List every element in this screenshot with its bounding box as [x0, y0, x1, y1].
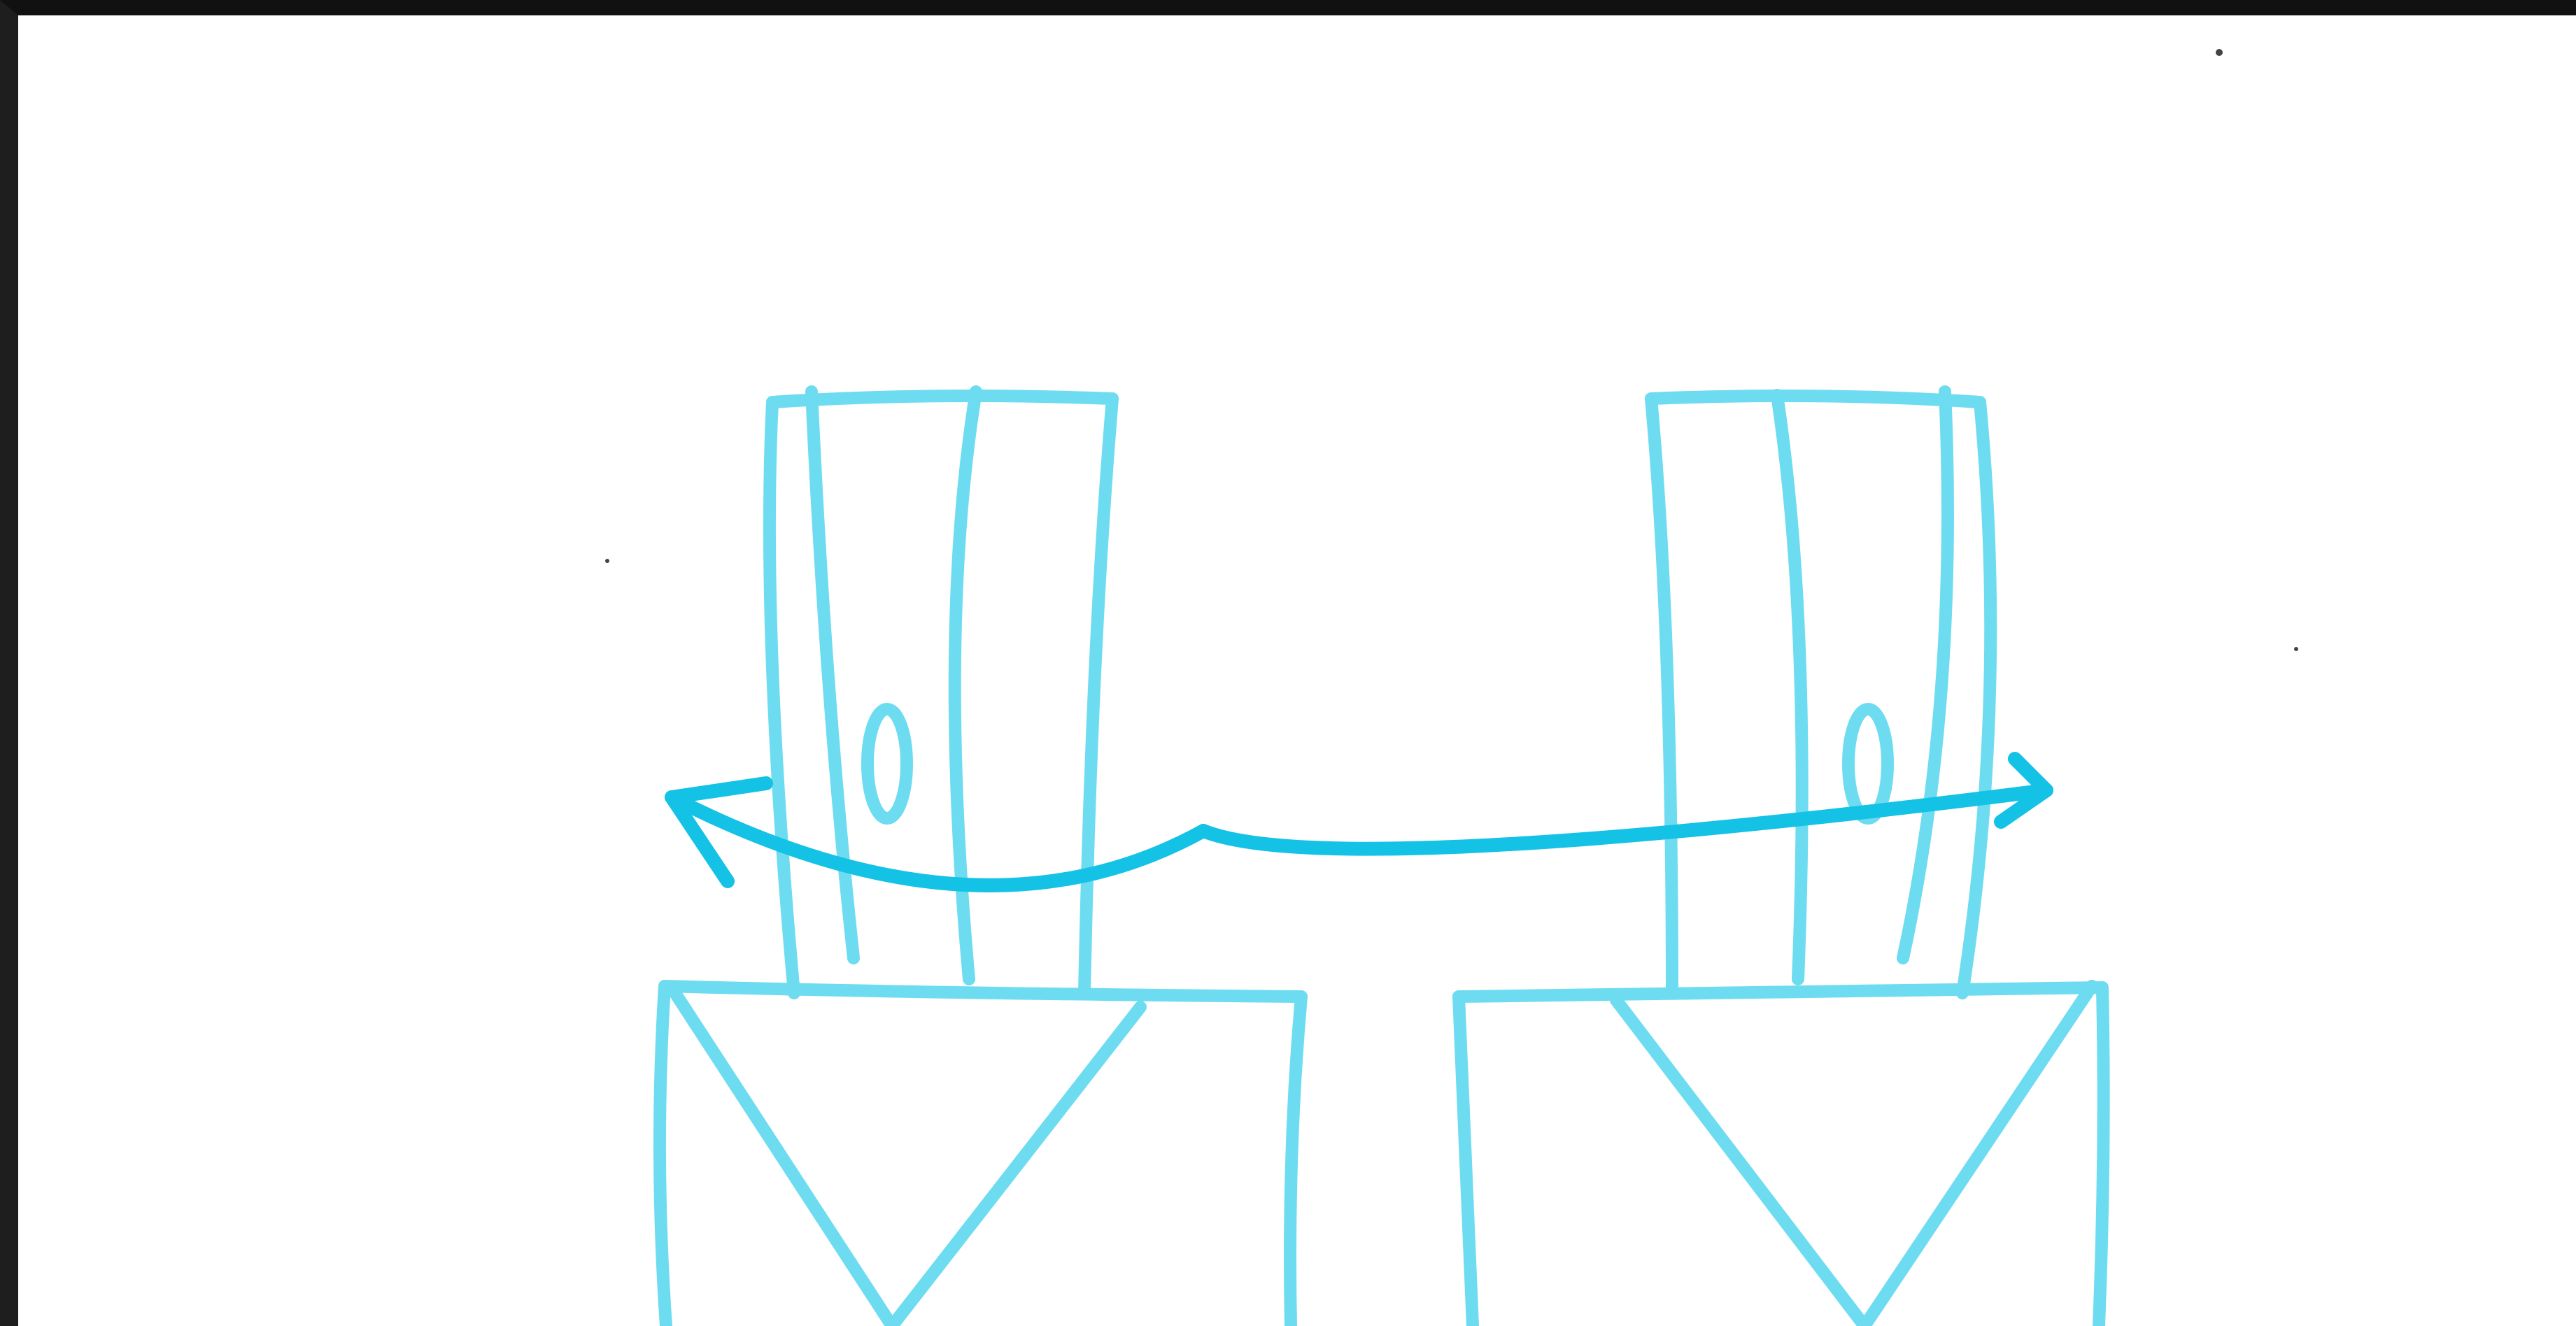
stray-mark-1 [2216, 49, 2223, 56]
right-base-top [1459, 988, 2102, 997]
right-door-handle [1848, 709, 1888, 818]
left-door-top-edge [772, 396, 1112, 402]
right-door-right-edge [1962, 402, 1990, 993]
arrow-left-curve [672, 797, 1203, 885]
left-base-top [665, 986, 1301, 997]
stray-mark-2 [605, 559, 609, 563]
left-door-handle [868, 709, 907, 818]
right-base-right-side [2099, 988, 2104, 1326]
right-base-left-side [1459, 997, 1473, 1326]
left-door-right-edge [1084, 399, 1112, 993]
right-door-top-edge [1651, 396, 1980, 402]
right-door-icon [1459, 392, 2104, 1326]
right-base-right-diagonal [1864, 986, 2092, 1326]
left-base-right-side [1290, 997, 1301, 1326]
right-base-left-diagonal [1616, 1000, 1864, 1326]
double-arrow-icon [672, 759, 2046, 885]
left-door-left-edge [770, 402, 794, 993]
stray-mark-3 [2294, 647, 2298, 651]
left-base-right-diagonal [892, 1007, 1140, 1326]
stray-marks [605, 49, 2298, 651]
right-door-panel-line-2 [1903, 392, 1948, 958]
left-base-left-diagonal [675, 993, 892, 1326]
left-base-left-side [660, 986, 666, 1326]
left-door-icon [660, 392, 1301, 1326]
right-door-panel-line-1 [1777, 395, 1802, 979]
right-door-left-edge [1651, 399, 1672, 993]
